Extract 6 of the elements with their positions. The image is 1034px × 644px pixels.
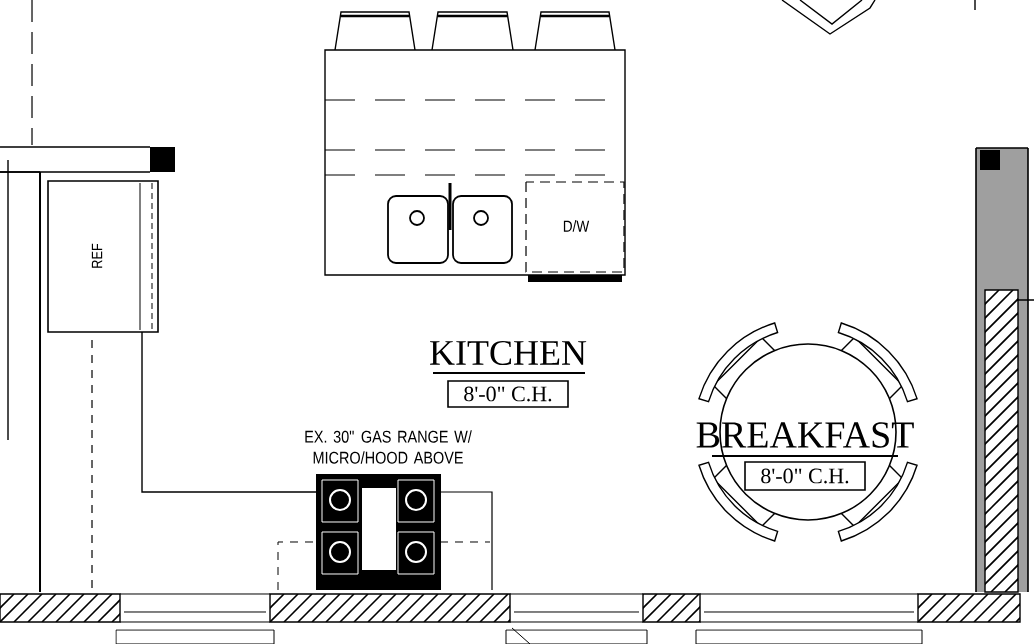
dishwasher-box: D/W [525,181,625,273]
note-text: EX. 30" GAS RANGE W/ MICRO/HOOD ABOVE [305,430,472,464]
ceiling-height-box: 8'-0" C.H. [744,461,866,491]
refrigerator-box: REF [47,180,159,333]
ceiling-height-box: 8'-0" C.H. [447,380,569,408]
room-label: KITCHEN [430,340,587,374]
